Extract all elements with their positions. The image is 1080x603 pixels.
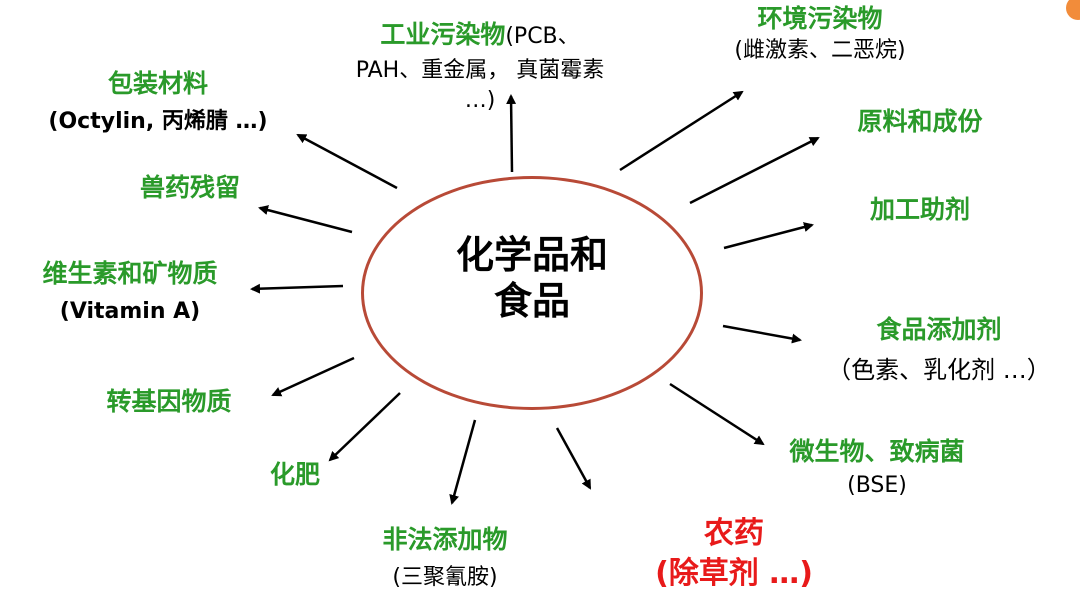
processing-title: 加工助剂 xyxy=(869,195,970,224)
arrow-industrial xyxy=(506,94,517,173)
arrow-processing xyxy=(723,222,814,250)
label-vet: 兽药残留 xyxy=(110,168,270,208)
label-environmental: 环境污染物 (雌激素、二恶烷) xyxy=(705,2,935,66)
arrow-additives xyxy=(722,324,802,344)
label-micro: 微生物、致病菌 (BSE) xyxy=(772,434,982,502)
packaging-title: 包装材料 xyxy=(107,69,208,98)
label-industrial: 工业污染物(PCB、 PAH、重金属， 真菌霉素 …) xyxy=(300,18,660,115)
arrow-gmo xyxy=(271,356,355,397)
environmental-title: 环境污染物 xyxy=(757,4,883,33)
center-title: 化学品和 食品 xyxy=(361,232,703,324)
additives-line2: （色素、乳化剂 …） xyxy=(827,356,1051,384)
industrial-suffix: (PCB、 xyxy=(505,24,580,49)
arrow-raw xyxy=(689,136,820,205)
arrow-packaging xyxy=(296,133,398,190)
industrial-line2: PAH、重金属， 真菌霉素 xyxy=(355,58,605,83)
arrow-vet xyxy=(258,205,353,234)
arrow-micro xyxy=(669,382,765,446)
label-vitamins: 维生素和矿物质 (Vitamin A) xyxy=(12,254,248,330)
vitamins-line2: (Vitamin A) xyxy=(59,299,201,324)
pesticide-title: 农药 xyxy=(704,516,764,551)
label-fertilizer: 化肥 xyxy=(250,455,340,495)
label-pesticide: 农药 (除草剂 …) xyxy=(624,514,844,594)
industrial-line3: …) xyxy=(464,88,496,113)
vet-title: 兽药残留 xyxy=(139,173,240,202)
illegal-line2: (三聚氰胺) xyxy=(392,565,498,590)
arrow-vitamins xyxy=(250,283,344,294)
label-processing: 加工助剂 xyxy=(840,190,1000,230)
arrow-illegal xyxy=(449,419,477,505)
label-packaging: 包装材料 (Octylin, 丙烯腈 …) xyxy=(8,64,308,140)
fertilizer-title: 化肥 xyxy=(269,460,320,489)
corner-badge xyxy=(1066,0,1080,20)
illegal-title: 非法添加物 xyxy=(382,525,508,554)
arrow-fertilizer xyxy=(328,392,401,462)
label-additives: 食品添加剂 （色素、乳化剂 …） xyxy=(808,310,1070,390)
micro-line2: (BSE) xyxy=(847,473,907,498)
label-gmo: 转基因物质 xyxy=(84,382,254,422)
vitamins-title: 维生素和矿物质 xyxy=(42,259,218,288)
label-raw: 原料和成份 xyxy=(830,102,1010,142)
pesticide-line2: (除草剂 …) xyxy=(655,556,813,591)
industrial-title: 工业污染物 xyxy=(380,20,506,49)
gmo-title: 转基因物质 xyxy=(106,387,232,416)
micro-title: 微生物、致病菌 xyxy=(789,437,965,466)
arrow-pesticide xyxy=(555,427,592,490)
packaging-line2: (Octylin, 丙烯腈 …) xyxy=(48,109,268,134)
environmental-line2: (雌激素、二恶烷) xyxy=(734,38,906,63)
label-illegal: 非法添加物 (三聚氰胺) xyxy=(350,520,540,596)
raw-title: 原料和成份 xyxy=(857,107,983,136)
additives-title: 食品添加剂 xyxy=(876,315,1002,344)
arrow-environmental xyxy=(619,90,744,172)
center-title-line1: 化学品和 xyxy=(455,233,608,277)
center-ellipse xyxy=(361,176,703,410)
center-title-line2: 食品 xyxy=(493,279,570,323)
